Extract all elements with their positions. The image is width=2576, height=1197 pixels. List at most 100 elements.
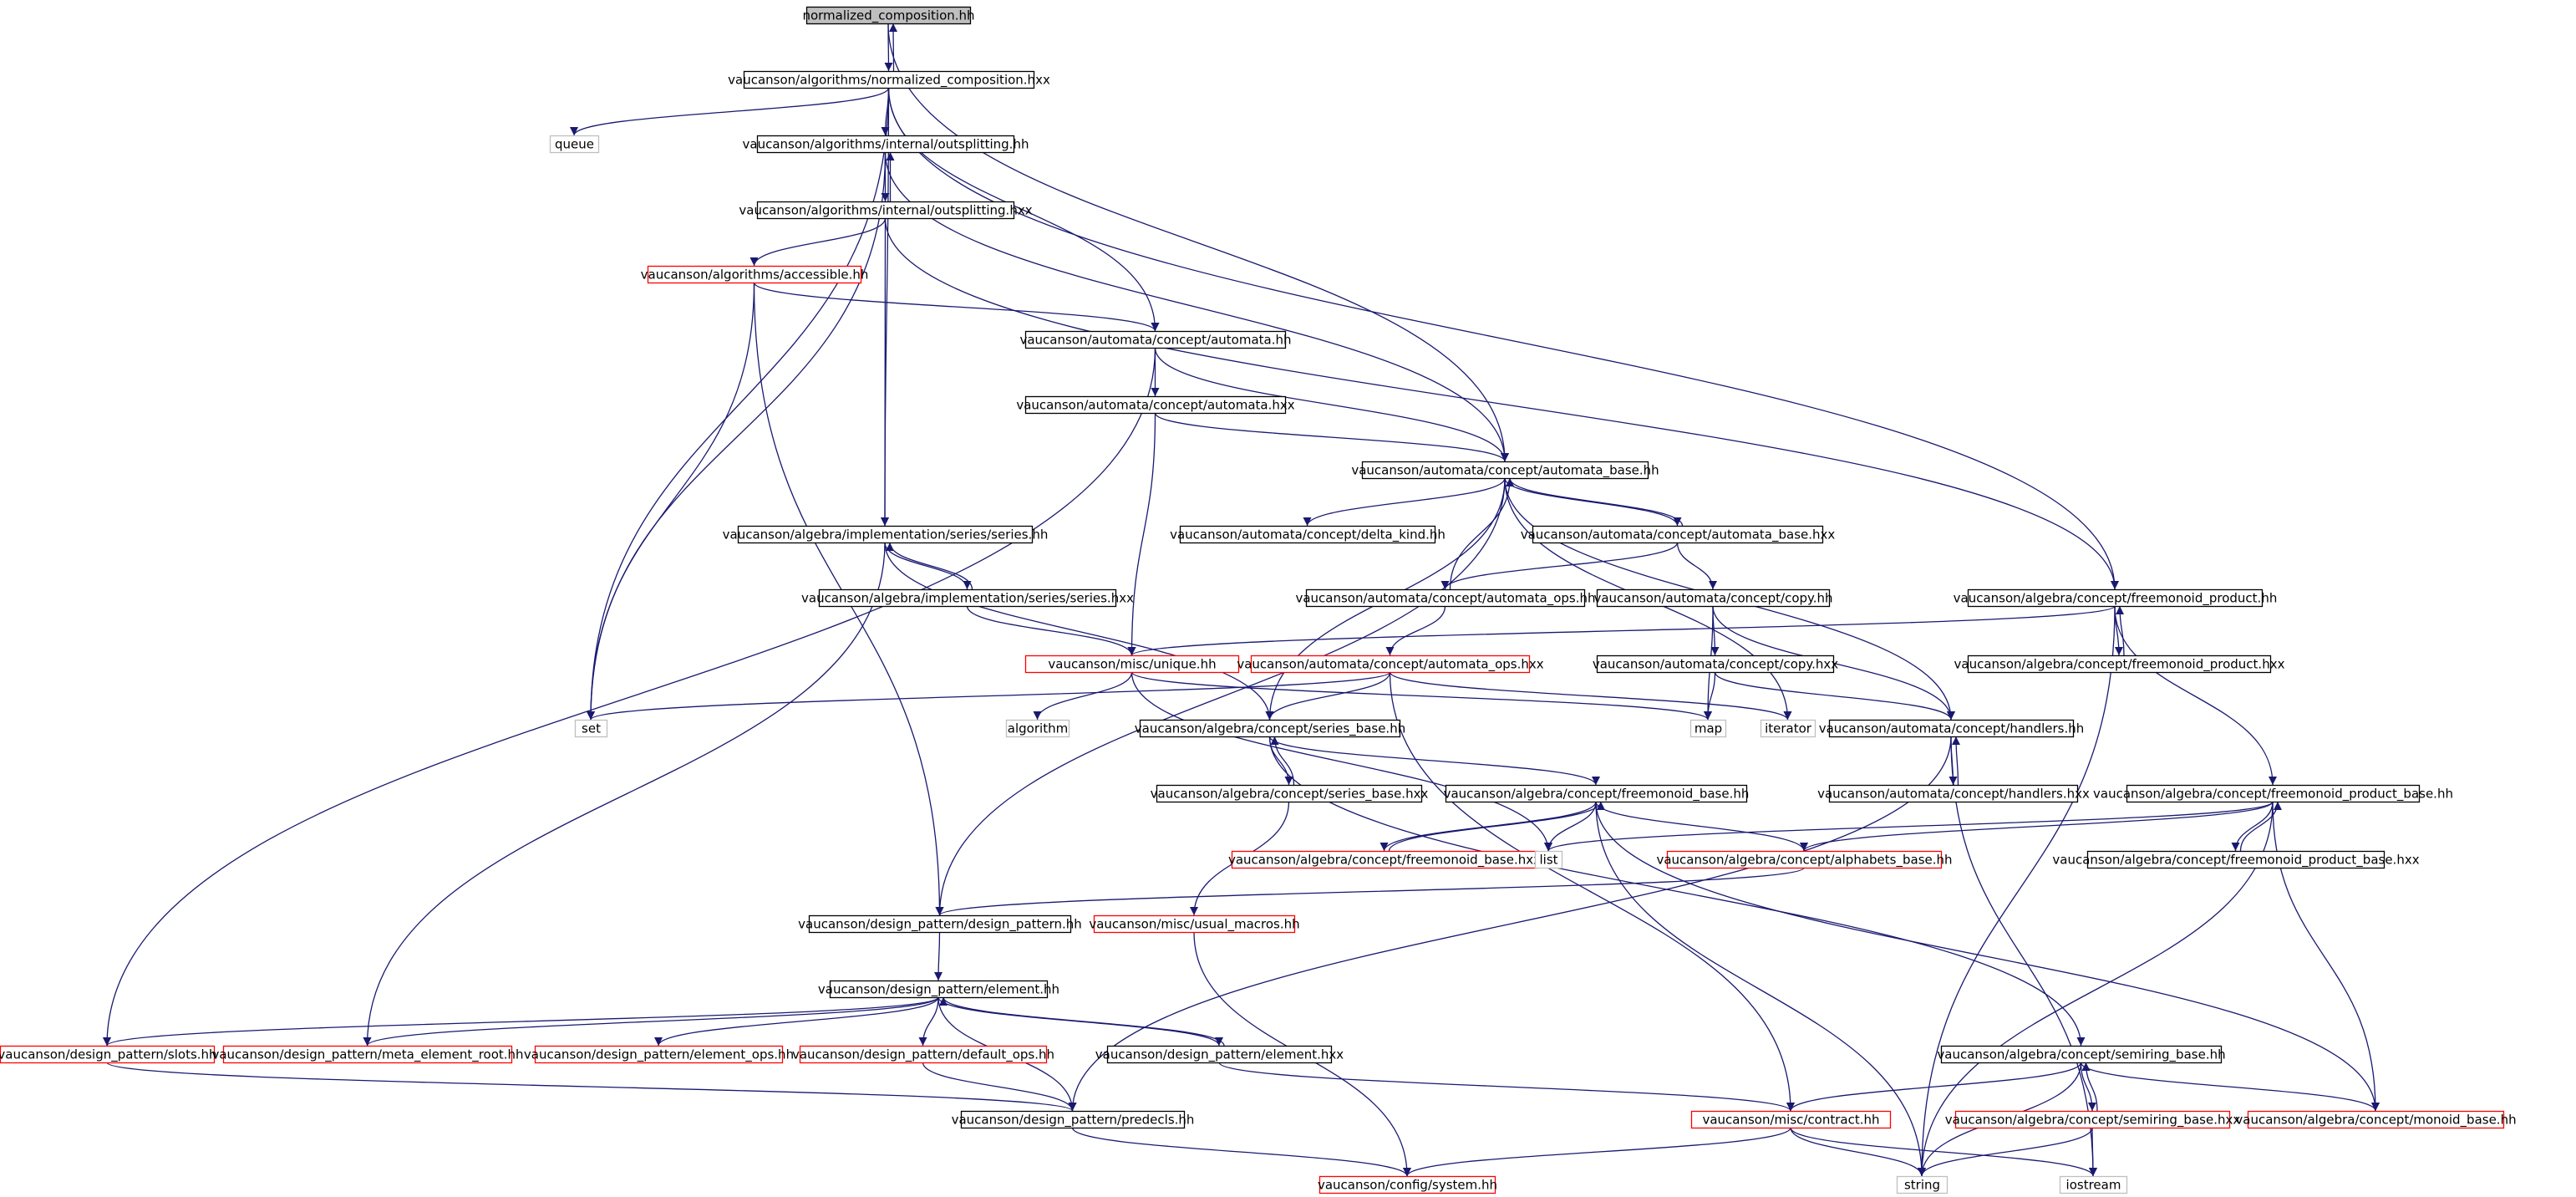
- node-box[interactable]: [1179, 525, 1436, 544]
- node-box[interactable]: [1005, 719, 1070, 738]
- graph-node-handlers-hh[interactable]: vaucanson/automata/concept/handlers.hh: [1819, 719, 2085, 738]
- graph-node-unique[interactable]: vaucanson/misc/unique.hh: [1024, 655, 1240, 674]
- node-box[interactable]: [756, 201, 1015, 220]
- graph-node-fp-hh[interactable]: vaucanson/algebra/concept/freemonoid_pro…: [1954, 588, 2278, 608]
- node-box[interactable]: [1896, 1175, 1949, 1194]
- graph-node-predecls[interactable]: vaucanson/design_pattern/predecls.hh: [952, 1110, 1195, 1129]
- graph-node-dp-hh[interactable]: vaucanson/design_pattern/design_pattern.…: [798, 914, 1082, 934]
- graph-node-ab-hh[interactable]: vaucanson/automata/concept/automata_base…: [1351, 461, 1659, 480]
- graph-node-delta[interactable]: vaucanson/automata/concept/delta_kind.hh: [1170, 525, 1446, 544]
- node-box[interactable]: [808, 914, 1072, 934]
- node-box[interactable]: [2059, 1175, 2128, 1194]
- node-box[interactable]: [574, 719, 608, 738]
- node-box[interactable]: [1967, 655, 2272, 674]
- node-box[interactable]: [818, 588, 1117, 608]
- graph-node-queue[interactable]: queue: [549, 135, 600, 154]
- node-box[interactable]: [1156, 784, 1423, 803]
- node-box[interactable]: [222, 1045, 513, 1064]
- node-box[interactable]: [1139, 719, 1401, 738]
- graph-node-elops[interactable]: vaucanson/design_pattern/element_ops.hh: [524, 1045, 794, 1064]
- graph-node-alpha[interactable]: vaucanson/algebra/concept/alphabets_base…: [1656, 850, 1953, 869]
- node-box[interactable]: [1024, 655, 1240, 674]
- graph-node-fb-hh[interactable]: vaucanson/algebra/concept/freemonoid_bas…: [1444, 784, 1750, 803]
- graph-node-acc-hh[interactable]: vaucanson/algorithms/accessible.hh: [641, 265, 869, 284]
- node-box[interactable]: [1445, 784, 1748, 803]
- graph-node-fpb-hxx[interactable]: vaucanson/algebra/concept/freemonoid_pro…: [2052, 850, 2420, 869]
- graph-node-srb-hxx[interactable]: vaucanson/algebra/concept/semiring_base.…: [1945, 1110, 2241, 1129]
- graph-node-fpb-hh[interactable]: vaucanson/algebra/concept/freemonoid_pro…: [2093, 784, 2453, 803]
- node-box[interactable]: [1250, 655, 1531, 674]
- graph-node-aops-hh[interactable]: vaucanson/automata/concept/automata_ops.…: [1295, 588, 1596, 608]
- graph-node-copy-hxx[interactable]: vaucanson/automata/concept/copy.hxx: [1593, 655, 1838, 674]
- graph-node-aops-hxx[interactable]: vaucanson/automata/concept/automata_ops.…: [1237, 655, 1544, 674]
- graph-node-fb-hxx[interactable]: vaucanson/algebra/concept/freemonoid_bas…: [1228, 850, 1541, 869]
- node-box[interactable]: [1024, 395, 1287, 415]
- graph-node-iostream[interactable]: iostream: [2059, 1175, 2128, 1194]
- graph-node-auto-hxx[interactable]: vaucanson/automata/concept/automata.hxx: [1016, 395, 1295, 415]
- node-box[interactable]: [1093, 914, 1296, 934]
- node-box[interactable]: [534, 1045, 784, 1064]
- node-box[interactable]: [743, 70, 1035, 89]
- graph-node-out-hxx[interactable]: vaucanson/algorithms/internal/outsplitti…: [739, 201, 1033, 220]
- node-box[interactable]: [1666, 850, 1943, 869]
- graph-node-ab-hxx[interactable]: vaucanson/automata/concept/automata_base…: [1521, 525, 1836, 544]
- node-box[interactable]: [2126, 784, 2421, 803]
- node-box[interactable]: [1690, 1110, 1892, 1129]
- node-box[interactable]: [1596, 655, 1835, 674]
- graph-node-nc-hxx[interactable]: vaucanson/algorithms/normalized_composit…: [728, 70, 1050, 89]
- node-box[interactable]: [1828, 719, 2075, 738]
- graph-node-string[interactable]: string: [1896, 1175, 1949, 1194]
- graph-node-sb-hh[interactable]: vaucanson/algebra/concept/series_base.hh: [1135, 719, 1405, 738]
- graph-node-slots[interactable]: vaucanson/design_pattern/slots.hh: [0, 1045, 217, 1064]
- graph-node-fp-hxx[interactable]: vaucanson/algebra/concept/freemonoid_pro…: [1954, 655, 2285, 674]
- node-box[interactable]: [960, 1110, 1186, 1129]
- node-box[interactable]: [737, 525, 1034, 544]
- node-box[interactable]: [1967, 588, 2264, 608]
- node-box[interactable]: [647, 265, 862, 284]
- node-box[interactable]: [1305, 588, 1586, 608]
- graph-node-list[interactable]: list: [1534, 850, 1563, 869]
- graph-node-defops[interactable]: vaucanson/design_pattern/default_ops.hh: [792, 1045, 1054, 1064]
- graph-node-map[interactable]: map: [1689, 719, 1727, 738]
- node-box[interactable]: [549, 135, 600, 154]
- node-box[interactable]: [1689, 719, 1727, 738]
- graph-node-usual[interactable]: vaucanson/misc/usual_macros.hh: [1089, 914, 1300, 934]
- node-box[interactable]: [1828, 784, 2079, 803]
- graph-node-algorithm[interactable]: algorithm: [1005, 719, 1070, 738]
- graph-node-el-hxx[interactable]: vaucanson/design_pattern/element.hxx: [1095, 1045, 1344, 1064]
- graph-node-meta[interactable]: vaucanson/design_pattern/meta_element_ro…: [211, 1045, 524, 1064]
- node-box[interactable]: [829, 980, 1049, 999]
- node-box[interactable]: [1534, 850, 1563, 869]
- node-box[interactable]: [799, 1045, 1048, 1064]
- node-box[interactable]: [1940, 1045, 2223, 1064]
- node-box[interactable]: [805, 6, 972, 25]
- node-box[interactable]: [0, 1045, 216, 1064]
- graph-node-series-hh[interactable]: vaucanson/algebra/implementation/series/…: [723, 525, 1049, 544]
- graph-node-series-hxx[interactable]: vaucanson/algebra/implementation/series/…: [801, 588, 1134, 608]
- graph-node-sb-hxx[interactable]: vaucanson/algebra/concept/series_base.hx…: [1151, 784, 1429, 803]
- graph-node-mb-hh[interactable]: vaucanson/algebra/concept/monoid_base.hh: [2235, 1110, 2517, 1129]
- node-box[interactable]: [2247, 1110, 2505, 1129]
- node-box[interactable]: [1024, 330, 1287, 349]
- graph-node-contract[interactable]: vaucanson/misc/contract.hh: [1690, 1110, 1892, 1129]
- graph-node-system[interactable]: vaucanson/config/system.hh: [1318, 1175, 1497, 1194]
- graph-node-srb-hh[interactable]: vaucanson/algebra/concept/semiring_base.…: [1937, 1045, 2226, 1064]
- node-box[interactable]: [1954, 1110, 2231, 1129]
- node-box[interactable]: [1532, 525, 1824, 544]
- graph-node-out-hh[interactable]: vaucanson/algorithms/internal/outsplitti…: [743, 135, 1029, 154]
- graph-node-handlers-hxx[interactable]: vaucanson/automata/concept/handlers.hxx: [1817, 784, 2090, 803]
- node-box[interactable]: [756, 135, 1015, 154]
- dependency-edge: [922, 1062, 1077, 1112]
- node-box[interactable]: [1361, 461, 1649, 480]
- node-box[interactable]: [1760, 719, 1816, 738]
- graph-node-iterator[interactable]: iterator: [1760, 719, 1816, 738]
- graph-node-auto-hh[interactable]: vaucanson/automata/concept/automata.hh: [1019, 330, 1292, 349]
- node-box[interactable]: [1596, 588, 1831, 608]
- graph-node-nc-hh[interactable]: normalized_composition.hh: [802, 6, 975, 25]
- graph-node-copy-hh[interactable]: vaucanson/automata/concept/copy.hh: [1593, 588, 1833, 608]
- node-box[interactable]: [1106, 1045, 1333, 1064]
- graph-node-set[interactable]: set: [574, 719, 608, 738]
- graph-node-el-hh[interactable]: vaucanson/design_pattern/element.hh: [818, 980, 1059, 999]
- node-box[interactable]: [2086, 850, 2385, 869]
- node-box[interactable]: [1318, 1175, 1496, 1194]
